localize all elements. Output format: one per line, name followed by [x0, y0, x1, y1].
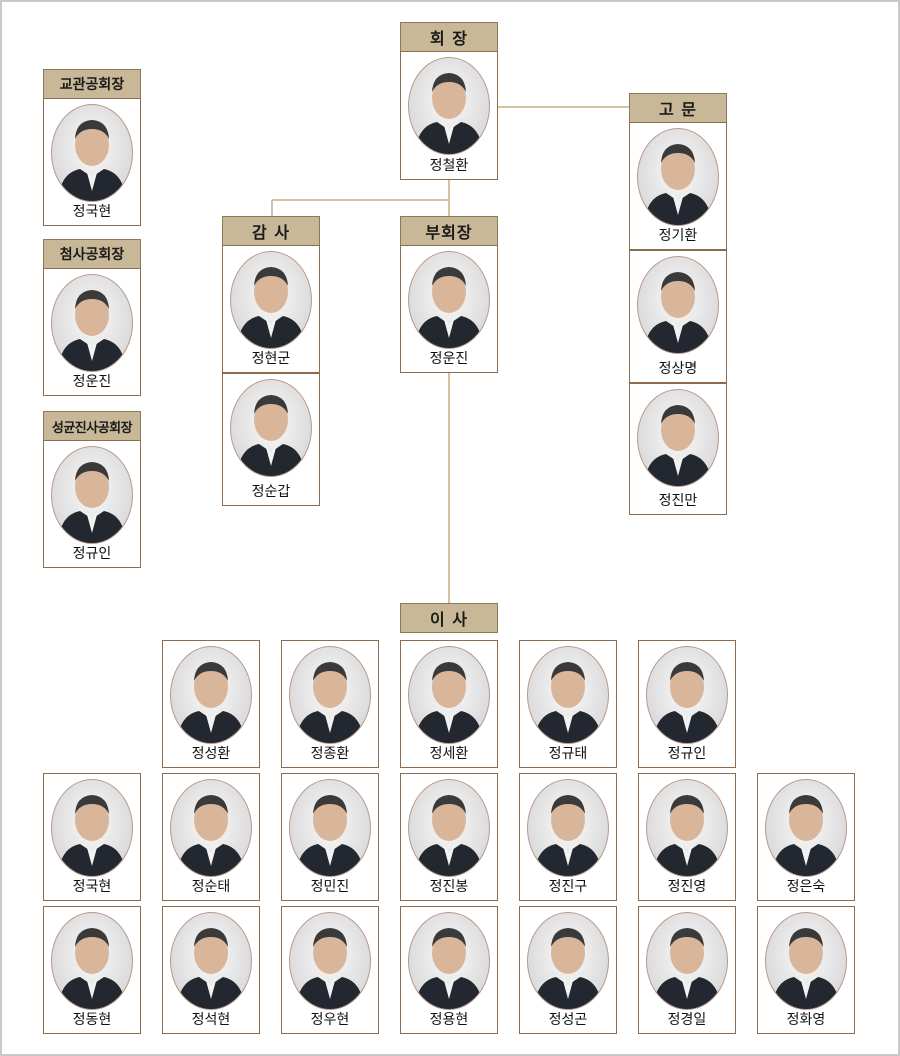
advisor-card: 정기환	[629, 122, 727, 250]
director-card: 정민진	[281, 773, 379, 901]
portrait-photo	[289, 779, 371, 877]
director-card: 정석현	[162, 906, 260, 1034]
portrait-photo	[646, 779, 728, 877]
person-name: 정규인	[72, 546, 112, 562]
advisor-card: 정상명	[629, 250, 727, 383]
portrait-photo	[230, 379, 312, 477]
directors-title: 이 사	[400, 603, 498, 633]
director-card: 정동현	[43, 906, 141, 1034]
portrait-photo	[170, 646, 252, 744]
director-card: 정용현	[400, 906, 498, 1034]
portrait-photo	[51, 274, 133, 372]
gyogwan-title: 교관공회장	[43, 69, 141, 99]
person-name: 정철환	[429, 158, 469, 174]
auditor-title: 감 사	[222, 216, 320, 246]
gyogwan-card: 정국현	[43, 98, 141, 226]
portrait-photo	[765, 779, 847, 877]
director-card: 정종환	[281, 640, 379, 768]
director-card: 정순태	[162, 773, 260, 901]
chairman-card: 정철환	[400, 51, 498, 180]
director-card: 정국현	[43, 773, 141, 901]
portrait-photo	[637, 128, 719, 226]
person-name: 정용현	[429, 1012, 469, 1028]
vice-chairman-card: 정운진	[400, 245, 498, 373]
person-name: 정은숙	[786, 879, 826, 895]
chairman-title: 회 장	[400, 22, 498, 52]
director-card: 정규인	[638, 640, 736, 768]
director-card: 정진구	[519, 773, 617, 901]
portrait-photo	[51, 779, 133, 877]
vice-chairman-title: 부회장	[400, 216, 498, 246]
person-name: 정운진	[72, 374, 112, 390]
person-name: 정국현	[72, 204, 112, 220]
portrait-photo	[527, 912, 609, 1010]
portrait-photo	[289, 646, 371, 744]
portrait-photo	[408, 646, 490, 744]
person-name: 정순태	[191, 879, 231, 895]
person-name: 정규인	[667, 746, 707, 762]
person-name: 정화영	[786, 1012, 826, 1028]
person-name: 정규태	[548, 746, 588, 762]
portrait-photo	[51, 104, 133, 202]
portrait-photo	[230, 251, 312, 349]
director-card: 정세환	[400, 640, 498, 768]
director-card: 정규태	[519, 640, 617, 768]
chamsa-card: 정운진	[43, 268, 141, 396]
portrait-photo	[170, 912, 252, 1010]
person-name: 정우현	[310, 1012, 350, 1028]
chamsa-title: 첨사공회장	[43, 239, 141, 269]
person-name: 정종환	[310, 746, 350, 762]
person-name: 정운진	[429, 351, 469, 367]
person-name: 정진영	[667, 879, 707, 895]
portrait-photo	[170, 779, 252, 877]
seonggyun-title: 성균진사공회장	[43, 411, 141, 441]
portrait-photo	[527, 646, 609, 744]
person-name: 정진봉	[429, 879, 469, 895]
portrait-photo	[408, 912, 490, 1010]
person-name: 정성환	[191, 746, 231, 762]
auditor-card: 정현군	[222, 245, 320, 373]
person-name: 정현군	[251, 351, 291, 367]
portrait-photo	[646, 646, 728, 744]
portrait-photo	[765, 912, 847, 1010]
director-card: 정경일	[638, 906, 736, 1034]
portrait-photo	[289, 912, 371, 1010]
auditor-card: 정순갑	[222, 373, 320, 506]
advisor-card: 정진만	[629, 383, 727, 515]
person-name: 정민진	[310, 879, 350, 895]
person-name: 정진만	[658, 493, 698, 509]
person-name: 정진구	[548, 879, 588, 895]
person-name: 정세환	[429, 746, 469, 762]
director-card: 정진영	[638, 773, 736, 901]
portrait-photo	[527, 779, 609, 877]
portrait-photo	[408, 251, 490, 349]
person-name: 정상명	[658, 361, 698, 377]
person-name: 정성곤	[548, 1012, 588, 1028]
director-card: 정화영	[757, 906, 855, 1034]
person-name: 정기환	[658, 228, 698, 244]
portrait-photo	[408, 779, 490, 877]
director-card: 정성환	[162, 640, 260, 768]
director-card: 정성곤	[519, 906, 617, 1034]
portrait-photo	[637, 256, 719, 354]
director-card: 정은숙	[757, 773, 855, 901]
director-card: 정진봉	[400, 773, 498, 901]
portrait-photo	[637, 389, 719, 487]
director-card: 정우현	[281, 906, 379, 1034]
portrait-photo	[51, 446, 133, 544]
person-name: 정순갑	[251, 484, 291, 500]
person-name: 정경일	[667, 1012, 707, 1028]
advisor-title: 고 문	[629, 93, 727, 123]
person-name: 정국현	[72, 879, 112, 895]
portrait-photo	[51, 912, 133, 1010]
person-name: 정동현	[72, 1012, 112, 1028]
portrait-photo	[646, 912, 728, 1010]
person-name: 정석현	[191, 1012, 231, 1028]
portrait-photo	[408, 57, 490, 155]
seonggyun-card: 정규인	[43, 440, 141, 568]
